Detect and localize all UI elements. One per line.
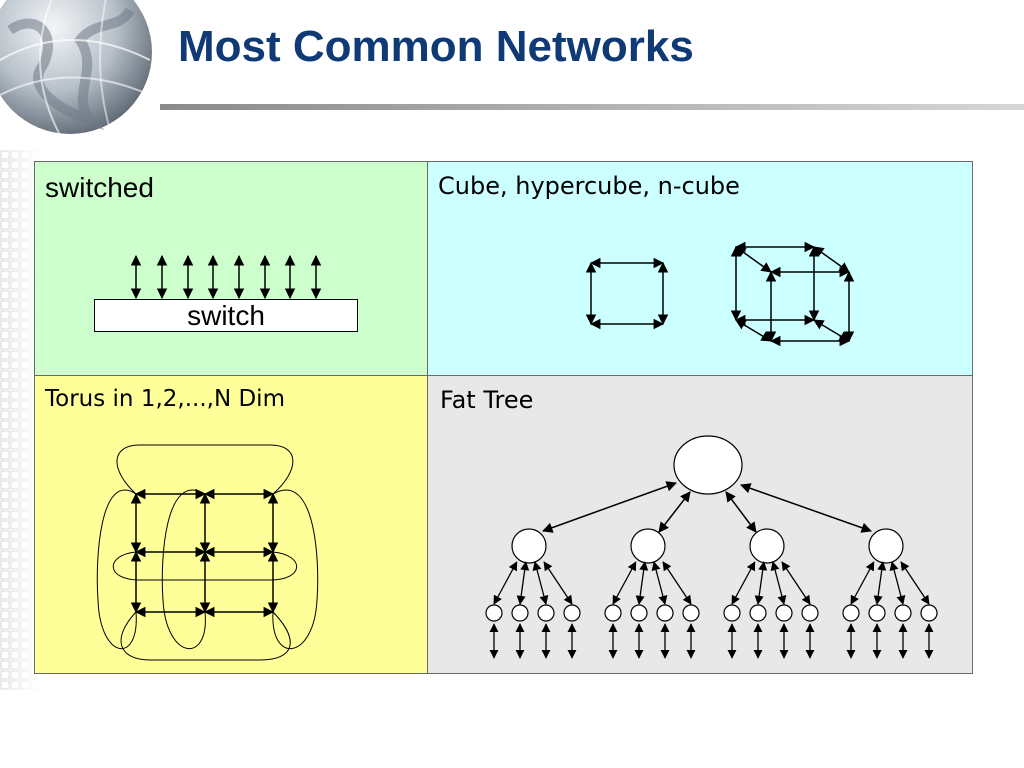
leaf-node	[511, 604, 529, 622]
torus-grid	[130, 488, 279, 618]
leaf-node	[682, 604, 700, 622]
leaf-node	[801, 604, 819, 622]
switched-panel	[34, 161, 428, 376]
title-divider	[160, 104, 1024, 110]
cube-label: Cube, hypercube, n-cube	[438, 172, 740, 200]
leaf-node	[749, 604, 767, 622]
leaf-link	[850, 561, 875, 605]
leaf-link	[754, 561, 768, 605]
switch-label: switch	[187, 300, 265, 331]
leaf-node	[868, 604, 886, 622]
leaf-node	[563, 604, 581, 622]
fat-tree-label: Fat Tree	[440, 386, 534, 414]
leaf-link	[781, 561, 811, 605]
leaf-link	[493, 561, 518, 605]
leaf-link	[635, 561, 649, 605]
leaf-node	[656, 604, 674, 622]
mid-node	[749, 528, 785, 564]
switch-box	[94, 299, 358, 332]
leaf-node	[604, 604, 622, 622]
switch-ports	[130, 254, 322, 300]
leaf-link	[662, 561, 692, 605]
leaf-node	[537, 604, 555, 622]
leaf-node	[842, 604, 860, 622]
cube-panel	[427, 161, 973, 376]
leaf-link	[873, 561, 887, 605]
leaf-node	[630, 604, 648, 622]
leaf-link	[889, 561, 906, 605]
leaf-node	[894, 604, 912, 622]
slide-title: Most Common Networks	[178, 22, 694, 71]
mid-node	[511, 528, 547, 564]
fat-tree-links	[542, 481, 872, 533]
root-node	[673, 435, 743, 495]
cube-3d	[730, 241, 855, 347]
torus-label: Torus in 1,2,...,N Dim	[45, 386, 285, 412]
leaf-link	[543, 561, 573, 605]
leaf-link	[651, 561, 668, 605]
mid-node	[868, 528, 904, 564]
square-2d	[585, 257, 669, 330]
switched-label: switched	[45, 172, 154, 203]
globe-logo	[0, 0, 152, 136]
leaf-link	[516, 561, 530, 605]
leaf-node	[723, 604, 741, 622]
torus-panel	[34, 375, 428, 674]
leaf-link	[532, 561, 549, 605]
leaf-link	[770, 561, 787, 605]
leaf-link	[612, 561, 637, 605]
mid-node	[630, 528, 666, 564]
fat-tree-leaves	[485, 561, 938, 659]
leaf-node	[775, 604, 793, 622]
leaf-link	[731, 561, 756, 605]
leaf-link	[900, 561, 930, 605]
leaf-node	[485, 604, 503, 622]
decorative-grid	[0, 150, 40, 690]
leaf-node	[920, 604, 938, 622]
fat-tree	[511, 435, 904, 564]
